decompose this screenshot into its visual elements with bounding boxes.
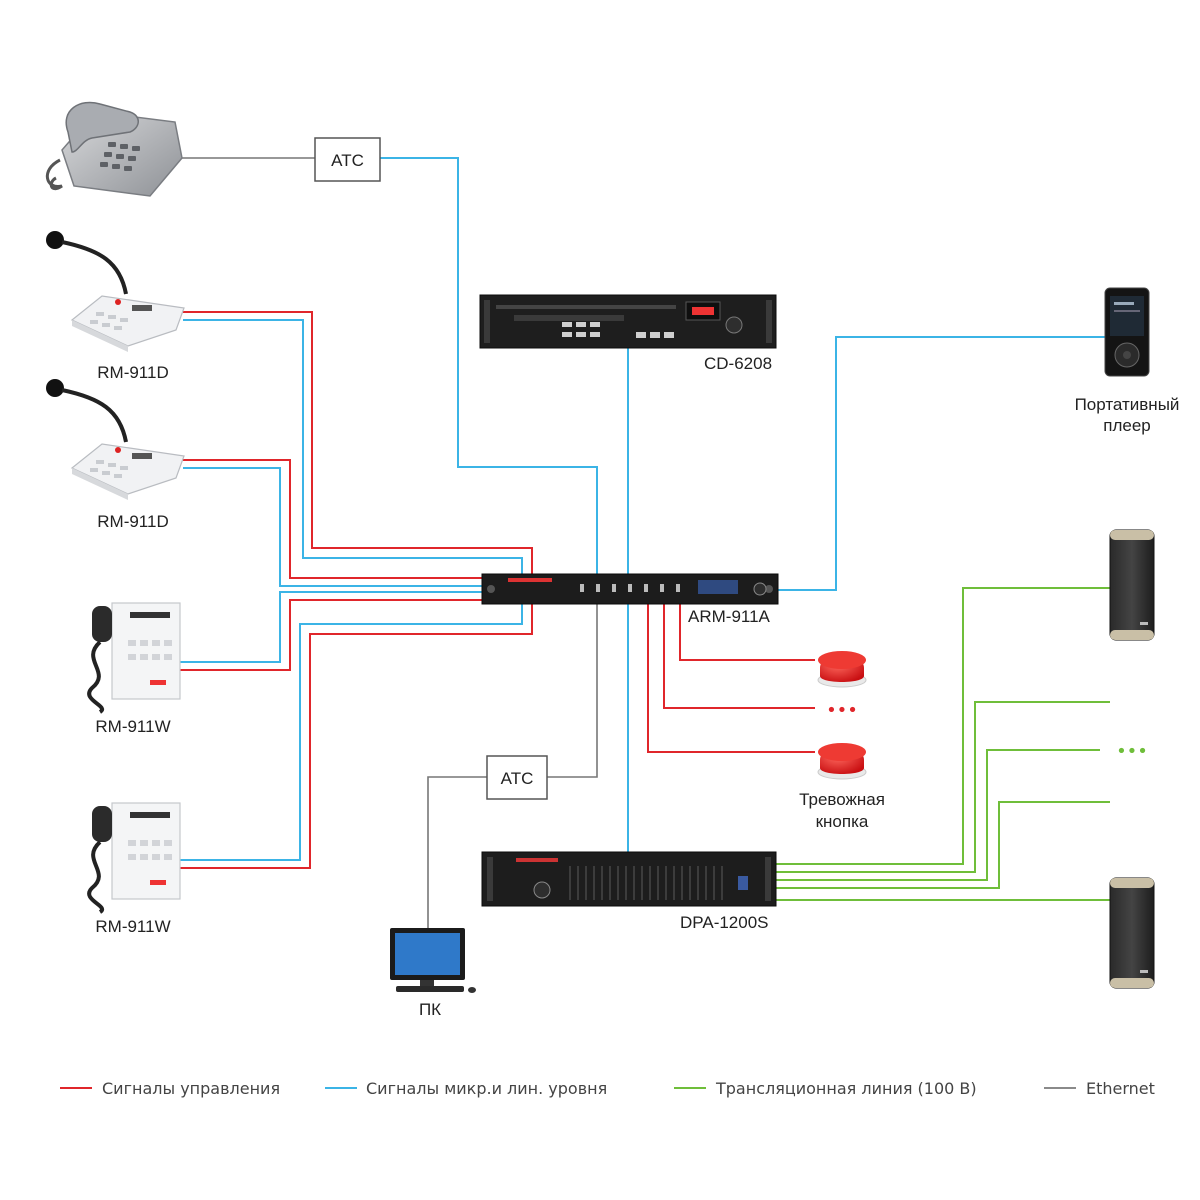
atc-box-bottom: ATC xyxy=(486,755,548,800)
atc-label-bottom: ATC xyxy=(501,769,534,788)
dpa1200s-amplifier xyxy=(481,851,777,907)
alarm-label-line1: Тревожная xyxy=(799,790,885,809)
wire-ethernet-atc-pc xyxy=(427,776,487,928)
alarm-ellipsis: ••• xyxy=(826,700,858,721)
alarm-button-icon-1 xyxy=(817,651,867,688)
wire-speaker-line-1 xyxy=(776,587,1110,865)
wire-rm911d1-red xyxy=(183,311,533,574)
legend-item-audio: Сигналы микр.и лин. уровня xyxy=(325,1079,607,1098)
wire-alarm-2 xyxy=(663,604,815,709)
wire-speaker-line-4 xyxy=(776,801,1110,889)
svg-text:Трансляционная линия (100 В): Трансляционная линия (100 В) xyxy=(715,1079,977,1098)
legend-item-broadcast: Трансляционная линия (100 В) xyxy=(674,1079,977,1098)
alarm-label-line2: кнопка xyxy=(816,812,869,831)
pc-label: ПК xyxy=(419,1000,441,1019)
wire-atc-arm xyxy=(380,157,598,574)
wire-rm911d2-blue xyxy=(183,467,482,587)
rm911w-label-2: RM-911W xyxy=(95,917,170,936)
speaker-icon-2 xyxy=(1109,877,1155,989)
svg-text:Сигналы управления: Сигналы управления xyxy=(102,1079,280,1098)
portable-player-icon xyxy=(1104,287,1150,377)
wire-player-arm xyxy=(778,336,1105,591)
rm911d-console-1 xyxy=(46,231,185,352)
atc-box-top: ATC xyxy=(314,137,381,182)
rm911d-label-2: RM-911D xyxy=(97,512,168,531)
player-label-line2: плеер xyxy=(1103,416,1151,435)
wire-alarm-1 xyxy=(679,604,815,661)
rm911w-wallpanel-2 xyxy=(87,802,181,914)
wire-rm911w1-red xyxy=(180,599,482,671)
wire-rm911w2-red xyxy=(180,604,533,869)
speaker-ellipsis: ••• xyxy=(1116,741,1148,762)
legend: Сигналы управления Сигналы микр.и лин. у… xyxy=(60,1079,1155,1098)
svg-text:Ethernet: Ethernet xyxy=(1086,1079,1155,1098)
arm911a-label: ARM-911A xyxy=(688,607,771,626)
pc-monitor-icon xyxy=(390,928,476,993)
atc-label-top: ATC xyxy=(331,151,364,170)
svg-text:Сигналы микр.и лин. уровня: Сигналы микр.и лин. уровня xyxy=(366,1079,607,1098)
wires xyxy=(150,157,1110,928)
wire-rm911d1-blue xyxy=(183,319,523,574)
cd6208-label: CD-6208 xyxy=(704,354,772,373)
speaker-icon-1 xyxy=(1109,529,1155,641)
rm911d-console-2 xyxy=(46,379,185,500)
wire-ethernet-arm-atc xyxy=(547,604,598,778)
rm911d-label-1: RM-911D xyxy=(97,363,168,382)
wire-speaker-line-2 xyxy=(776,701,1110,873)
rm911w-label-1: RM-911W xyxy=(95,717,170,736)
rm911w-wallpanel-1 xyxy=(87,602,181,714)
legend-item-ethernet: Ethernet xyxy=(1044,1079,1155,1098)
wire-rm911w1-blue xyxy=(180,591,482,663)
dpa1200s-label: DPA-1200S xyxy=(680,913,769,932)
wire-alarm-3 xyxy=(647,604,815,753)
wire-speaker-line-3 xyxy=(776,749,1100,881)
cd6208-player xyxy=(479,294,777,349)
telephone-icon xyxy=(46,101,183,197)
wire-rm911d2-red xyxy=(183,459,482,579)
legend-item-control: Сигналы управления xyxy=(60,1079,280,1098)
arm911a-unit xyxy=(481,573,779,605)
wire-rm911w2-blue xyxy=(180,604,523,861)
player-label-line1: Портативный xyxy=(1075,395,1180,414)
alarm-button-icon-2 xyxy=(817,743,867,780)
